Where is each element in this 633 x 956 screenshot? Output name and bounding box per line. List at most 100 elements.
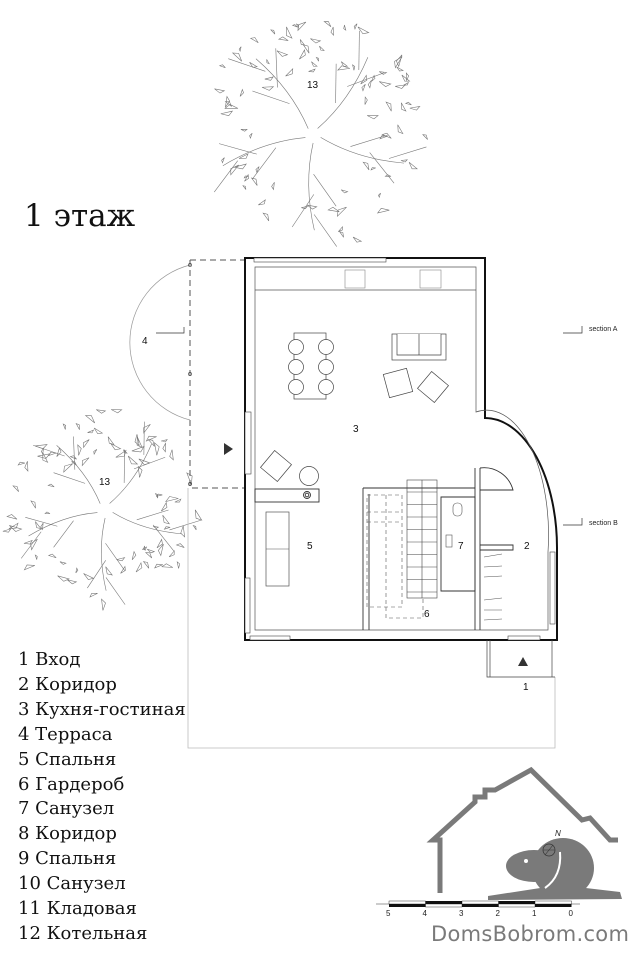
tree-twig [358, 30, 360, 71]
tree-leaf [221, 157, 225, 164]
window-south [249, 635, 291, 641]
tree-leaf [83, 573, 95, 580]
tree-leaf [161, 439, 168, 443]
tree-leaf [261, 86, 275, 91]
room-number-6: 6 [424, 609, 430, 620]
scale-segment [425, 903, 463, 908]
section-b-mark [563, 518, 583, 526]
legend-item: 9 Спальня [18, 848, 117, 870]
tree-leaf [168, 550, 175, 558]
tree-leaf [67, 579, 78, 585]
tree-leaf [249, 37, 259, 43]
dining-table [288, 332, 334, 400]
tree-leaf [357, 26, 370, 35]
tree-leaf [34, 444, 48, 450]
tree-branch [317, 57, 369, 129]
tree-top [213, 21, 428, 247]
tree-leaf [250, 177, 258, 186]
living-furniture [260, 333, 449, 486]
tree-leaf [224, 104, 239, 109]
tree-leaf [47, 553, 57, 559]
tree-leaf [101, 598, 106, 611]
tree-leaf [276, 50, 289, 57]
tree-leaf [255, 166, 260, 174]
tree-leaf [56, 447, 62, 457]
tree-leaf [306, 204, 318, 210]
tree-leaf [180, 525, 186, 538]
tree-leaf [364, 96, 368, 105]
tree-leaf [81, 457, 90, 467]
tree-branch [112, 512, 183, 535]
tree-leaf [161, 563, 173, 568]
tree-leaf [270, 29, 276, 35]
scale-tick-label: 0 [569, 909, 574, 918]
tree-leaf [115, 449, 127, 458]
tree-leaf [315, 56, 319, 62]
tree-number-top: 13 [307, 80, 319, 91]
scale-tick-label: 3 [459, 909, 464, 918]
tree-leaf [9, 525, 23, 532]
tree-branch [320, 137, 404, 164]
tree-leaf [352, 64, 356, 71]
section-a-label: section A [589, 326, 618, 333]
scale-segment [498, 901, 535, 904]
tree-leaf [327, 206, 340, 213]
tree-leaf [385, 101, 392, 112]
tree-leaf [75, 423, 80, 430]
room-number-5: 5 [307, 541, 313, 552]
window-east [549, 551, 556, 625]
tree-leaf [299, 49, 306, 60]
sink [419, 269, 442, 289]
entrance-door [507, 635, 541, 641]
tree-leaf [234, 163, 247, 170]
tree-leaf [403, 81, 409, 86]
tree-leaf [120, 565, 126, 574]
tree-twig [335, 63, 337, 103]
entrance-arrow-icon [518, 657, 528, 666]
tree-twig [20, 531, 42, 559]
window-north [253, 257, 387, 263]
tree-leaf [23, 539, 33, 545]
exterior-walls [244, 257, 559, 641]
tree-leaf [266, 59, 270, 65]
tree-branch [101, 517, 107, 591]
tree-leaf [291, 24, 298, 28]
tree-leaf [40, 522, 44, 531]
tree-leaf [249, 132, 253, 140]
tree-leaf [352, 236, 363, 243]
tree-leaf [123, 449, 128, 454]
tree-twig [291, 194, 315, 228]
tree-leaf [157, 543, 164, 557]
section-b-label: section B [589, 520, 618, 527]
tree-leaf [397, 124, 404, 135]
tree-leaf [394, 56, 403, 69]
tree-branch [222, 137, 306, 166]
tree-leaf [338, 225, 343, 232]
tree-leaf [57, 575, 70, 582]
tree-leaf [384, 174, 392, 177]
tree-leaf [35, 521, 42, 530]
dashed-upper-stair [366, 494, 424, 619]
tree-leaf [395, 84, 406, 89]
tree-leaf [63, 463, 73, 473]
tree-leaf [301, 205, 309, 210]
tree-leaf [136, 436, 143, 449]
tree-twig [313, 214, 337, 247]
legend-item: 8 Коридор [18, 823, 117, 845]
tree-leaf [30, 538, 38, 551]
tree-branch [255, 58, 309, 129]
tree-twig [218, 143, 257, 155]
tree-twig [53, 472, 86, 484]
tree-twig [275, 48, 278, 88]
tree-twig [350, 134, 388, 147]
legend-item: 7 Санузел [18, 798, 115, 820]
tree-leaf [238, 46, 242, 53]
tree-leaf [396, 66, 404, 72]
tree-leaf [370, 167, 376, 171]
tree-leaf [238, 153, 249, 159]
tree-twig [105, 577, 126, 605]
legend-item: 12 Котельная [18, 922, 148, 944]
brand-text: DomsBobrom.com [431, 922, 630, 946]
